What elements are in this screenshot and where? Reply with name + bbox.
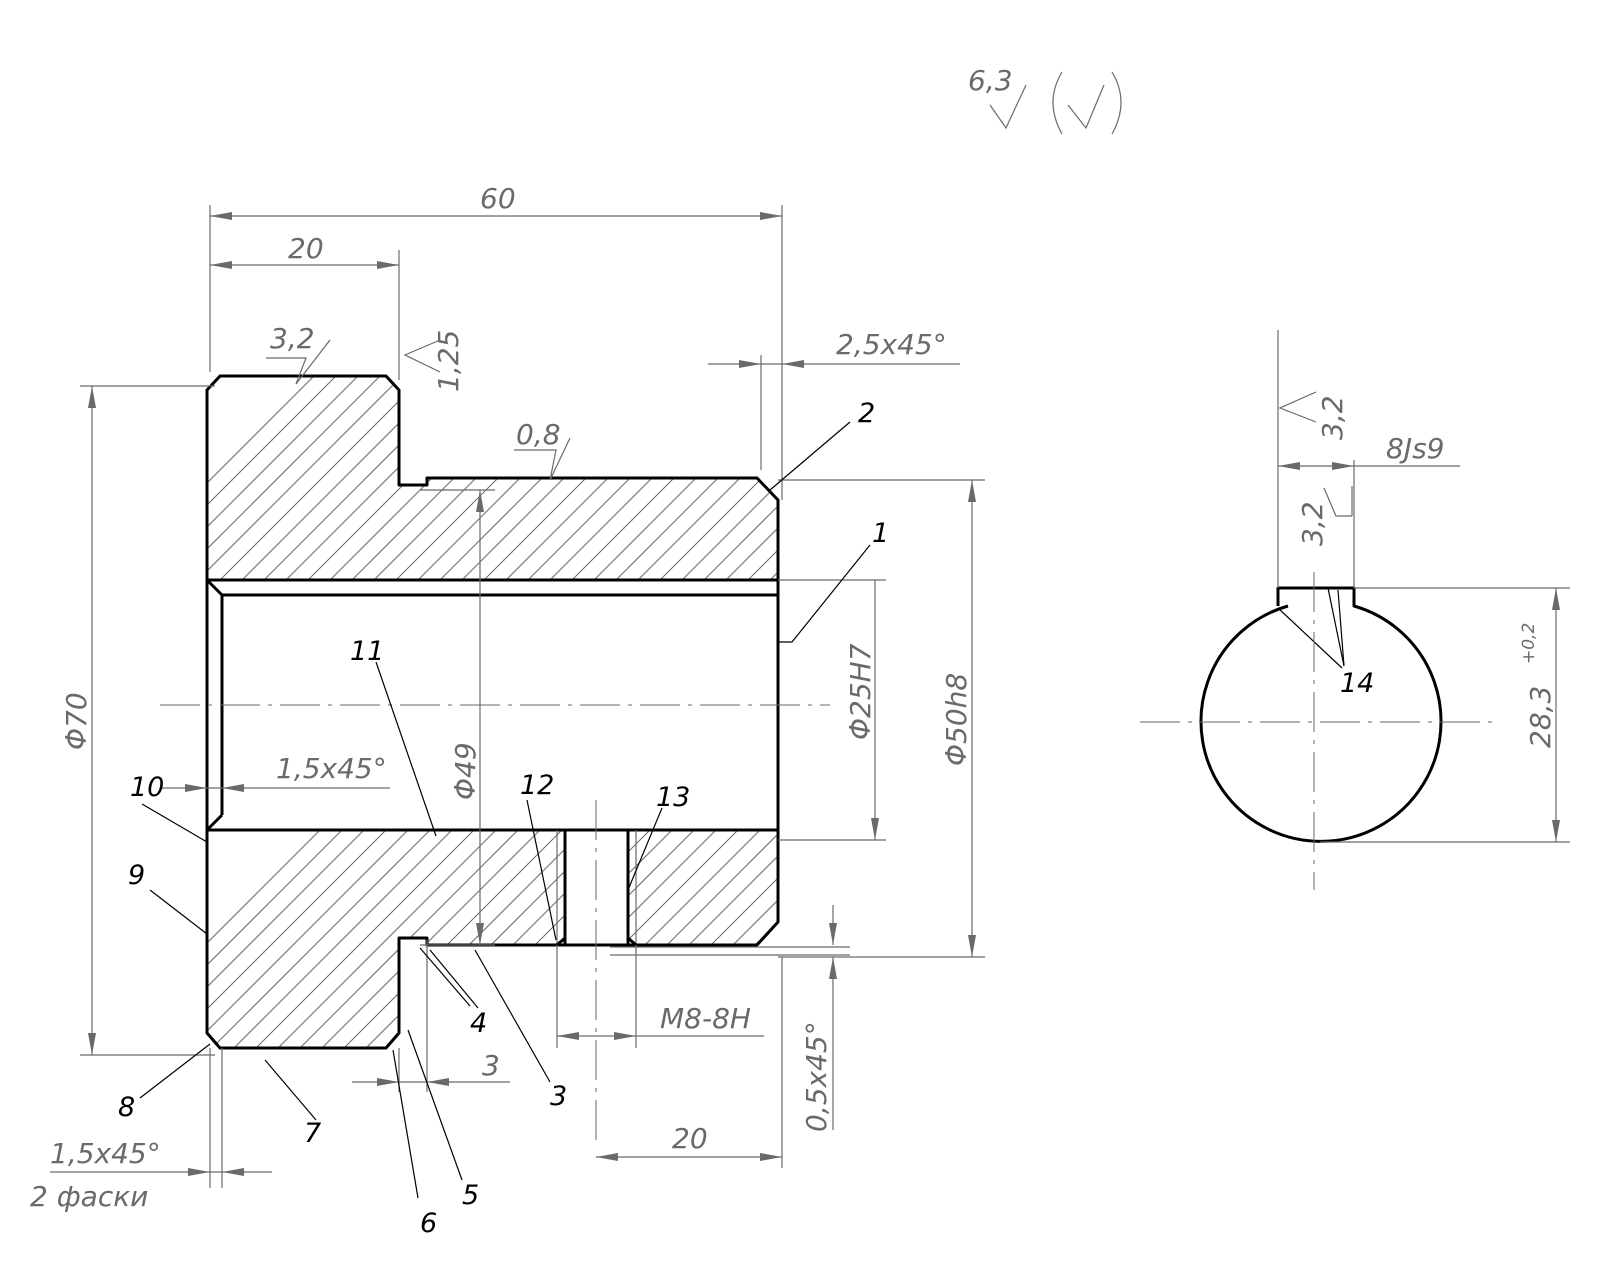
hatch-line (627, 376, 778, 580)
hatch-line (715, 376, 778, 580)
dim-overall-length: 60 (480, 182, 516, 215)
hatch-lower (207, 820, 1210, 1050)
hatch-line (207, 830, 397, 1048)
dim-groove-width: 3 (482, 1049, 500, 1082)
hatch-line (231, 830, 463, 1048)
hatch-line (914, 820, 1144, 1050)
section-keyway-tolerance: +0,2 (1519, 623, 1539, 664)
hatch-line (693, 376, 778, 580)
dimension-lines (50, 205, 985, 1188)
section-keyway-width: 8Js9 (1386, 432, 1444, 465)
dim-chamfer-bore: 1,5x45° (276, 752, 387, 785)
hatch-line (759, 830, 778, 1048)
hatch-line (980, 370, 1200, 590)
hatch-line (848, 820, 1078, 1050)
hatch-line (207, 376, 321, 580)
section-outline (1199, 586, 1443, 843)
dim-hole-position: 20 (672, 1122, 708, 1155)
dim-groove-roughness: 1,25 (432, 330, 465, 392)
hatch-line (958, 370, 1178, 590)
hatch-line (407, 830, 639, 1048)
dim-shaft-roughness: 0,8 (516, 418, 561, 451)
general-roughness-value: 6,3 (968, 64, 1013, 97)
bore-chamfer-top (205, 578, 224, 597)
dim-dia-shaft: Φ50h8 (940, 673, 973, 766)
hatch-line (207, 376, 365, 580)
callout-6: 6 (420, 1208, 437, 1239)
hatch-line (207, 376, 343, 580)
hatch-line (209, 830, 441, 1048)
callout-leaders (139, 421, 1345, 1199)
section-keyway-depth: 28,3 (1524, 686, 1557, 748)
hatch-line (207, 830, 375, 1048)
dim-dia-flange: Φ70 (60, 692, 93, 750)
callout-11: 11 (350, 636, 384, 667)
dim-thread: M8-8H (660, 1002, 751, 1035)
callout-9: 9 (128, 860, 145, 891)
bore-chamfer-bottom (205, 813, 224, 832)
keyway-section-view: 3,2 8Js9 3,2 28,3 +0,2 (1140, 330, 1570, 890)
hatch-line (341, 830, 573, 1048)
hatch-line (782, 820, 1012, 1050)
hatch-line (207, 830, 331, 1048)
hatch-line (207, 830, 419, 1048)
hatch-line (209, 376, 431, 580)
hatch-line (870, 820, 1100, 1050)
hatch-line (737, 830, 778, 1048)
hatch-line (207, 830, 353, 1048)
hatch-line (671, 376, 778, 580)
thread-chamfer-left (556, 936, 566, 947)
callout-2: 2 (858, 398, 875, 429)
hatch-line (253, 830, 485, 1048)
thread-chamfer-right (627, 936, 637, 947)
dim-chamfer-count: 2 фаски (30, 1180, 148, 1213)
hatch-line (207, 376, 387, 580)
callout-5: 5 (462, 1180, 479, 1211)
dim-chamfer-flange: 1,5x45° (50, 1137, 161, 1170)
hatch-line (275, 830, 507, 1048)
hatch-line (297, 830, 529, 1048)
callout-8: 8 (118, 1092, 135, 1123)
hatch-line (385, 830, 617, 1048)
dim-chamfer-small: 0,5x45° (800, 1021, 833, 1132)
callout-3: 3 (550, 1081, 567, 1112)
callout-12: 12 (520, 770, 554, 801)
lower-section-outline (205, 828, 780, 1050)
roughness-symbols (266, 71, 1122, 481)
dim-flange-width: 20 (288, 232, 324, 265)
hatch-line (958, 820, 1188, 1050)
hatch-line (207, 376, 409, 580)
hatch-line (737, 376, 778, 580)
callout-4: 4 (470, 1008, 487, 1039)
upper-section-outline (205, 374, 780, 582)
hatch-line (980, 820, 1210, 1050)
callout-numbers: 1 2 3 4 5 6 7 8 9 10 11 12 13 14 (118, 398, 1374, 1239)
hatch-line (892, 820, 1122, 1050)
hatch-line (605, 376, 778, 580)
dim-dia-bore: Φ25H7 (844, 643, 877, 740)
callout-10: 10 (130, 772, 164, 803)
callout-7: 7 (304, 1118, 321, 1149)
hatch-line (826, 820, 1056, 1050)
callout-13: 13 (656, 782, 690, 813)
section-roughness-top: 3,2 (1316, 395, 1349, 440)
hatch-line (319, 830, 551, 1048)
dimension-texts: 60 20 3,2 1,25 0,8 2,5x45° Φ70 Φ25H7 Φ50… (30, 64, 1013, 1213)
hatch-upper (207, 370, 1200, 590)
section-roughness-side: 3,2 (1296, 501, 1329, 546)
callout-14: 14 (1340, 668, 1374, 699)
dim-flange-roughness: 3,2 (270, 322, 315, 355)
hatch-line (804, 820, 1034, 1050)
hatch-line (429, 830, 661, 1048)
callout-1: 1 (872, 518, 889, 549)
dim-chamfer-right: 2,5x45° (836, 328, 947, 361)
dim-dia-groove: Φ49 (449, 742, 482, 800)
